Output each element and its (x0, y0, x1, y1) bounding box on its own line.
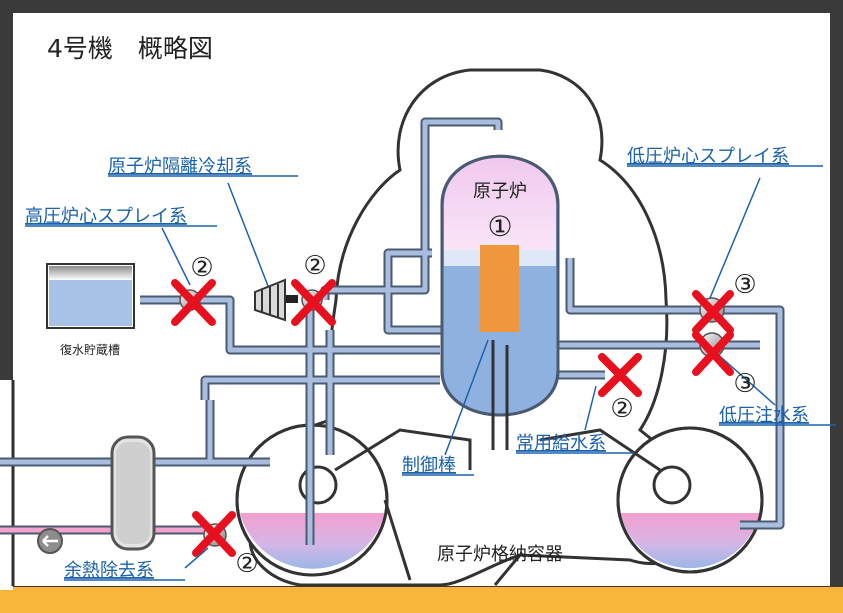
pump-icon (37, 528, 63, 554)
condensate-storage-tank (46, 263, 135, 329)
cross-icon (291, 279, 336, 326)
cross-icon (598, 353, 642, 397)
left-wall-opening (0, 380, 13, 590)
lpcs-system-link[interactable]: 低圧炉心スプレイ系 (627, 146, 789, 167)
rhr-system-link[interactable]: 余熱除去系 (64, 560, 154, 581)
containment-label: 原子炉格納容器 (437, 544, 563, 565)
hpcs-system-link[interactable]: 高圧炉心スプレイ系 (25, 206, 187, 227)
page-title: 4号機 概略図 (47, 34, 213, 63)
marker-1: ① (487, 210, 512, 243)
control-rod-link[interactable]: 制御棒 (402, 455, 456, 476)
marker-3-lpcs: ③ (733, 270, 756, 300)
cross-icon (692, 331, 734, 376)
bottom-band (0, 587, 843, 613)
marker-3-lpci: ③ (733, 369, 756, 399)
cross-icon (692, 290, 734, 334)
cross-icon (171, 279, 216, 326)
heat-exchanger (110, 435, 156, 551)
failure-marks (171, 279, 734, 557)
cross-icon (192, 511, 236, 557)
marker-2-ric: ② (303, 251, 326, 281)
feedwater-system-link[interactable]: 常用給水系 (516, 433, 606, 454)
turbine-icon (254, 278, 298, 322)
fuel-core (480, 245, 519, 332)
reactor-label: 原子炉 (473, 181, 527, 202)
ric-system-link[interactable]: 原子炉隔離冷却系 (108, 156, 252, 177)
tank-label: 復水貯蔵槽 (60, 342, 120, 357)
marker-2-rhr: ② (235, 549, 258, 579)
marker-2-hpcs: ② (190, 253, 213, 283)
leader-lines (161, 177, 776, 569)
marker-2-feedwater: ② (610, 394, 633, 424)
lpci-system-link[interactable]: 低圧注水系 (719, 405, 809, 426)
